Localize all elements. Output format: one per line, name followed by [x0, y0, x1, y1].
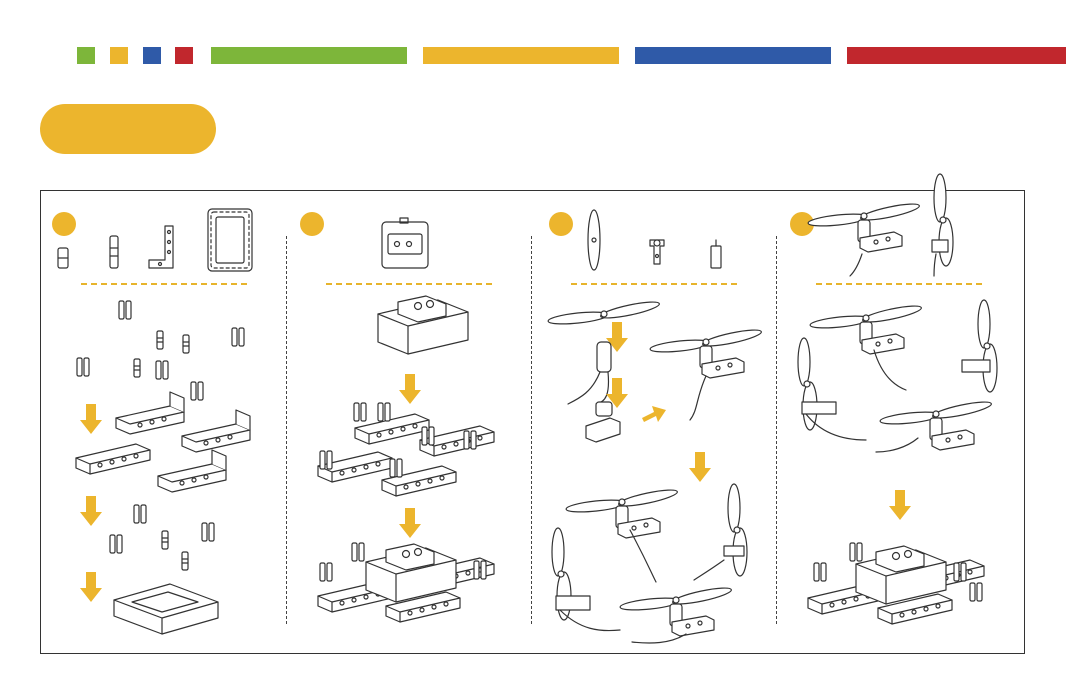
beam-assembly	[318, 403, 494, 496]
propeller-icon	[588, 210, 600, 270]
frame-icon	[208, 209, 252, 271]
long-connector-icon	[110, 236, 118, 268]
motor	[568, 342, 611, 404]
l-beam-icon	[149, 226, 173, 268]
motor-holder-icon	[650, 240, 664, 264]
assembled-frame	[114, 584, 218, 634]
motor-icon	[711, 240, 721, 268]
motor-holder	[586, 402, 620, 442]
controller-box-icon	[382, 218, 428, 268]
assembled-robot	[808, 543, 984, 624]
short-connector-icon	[58, 248, 68, 268]
propeller-motor-assembly-icon	[808, 174, 953, 276]
assembled-body	[318, 543, 494, 622]
